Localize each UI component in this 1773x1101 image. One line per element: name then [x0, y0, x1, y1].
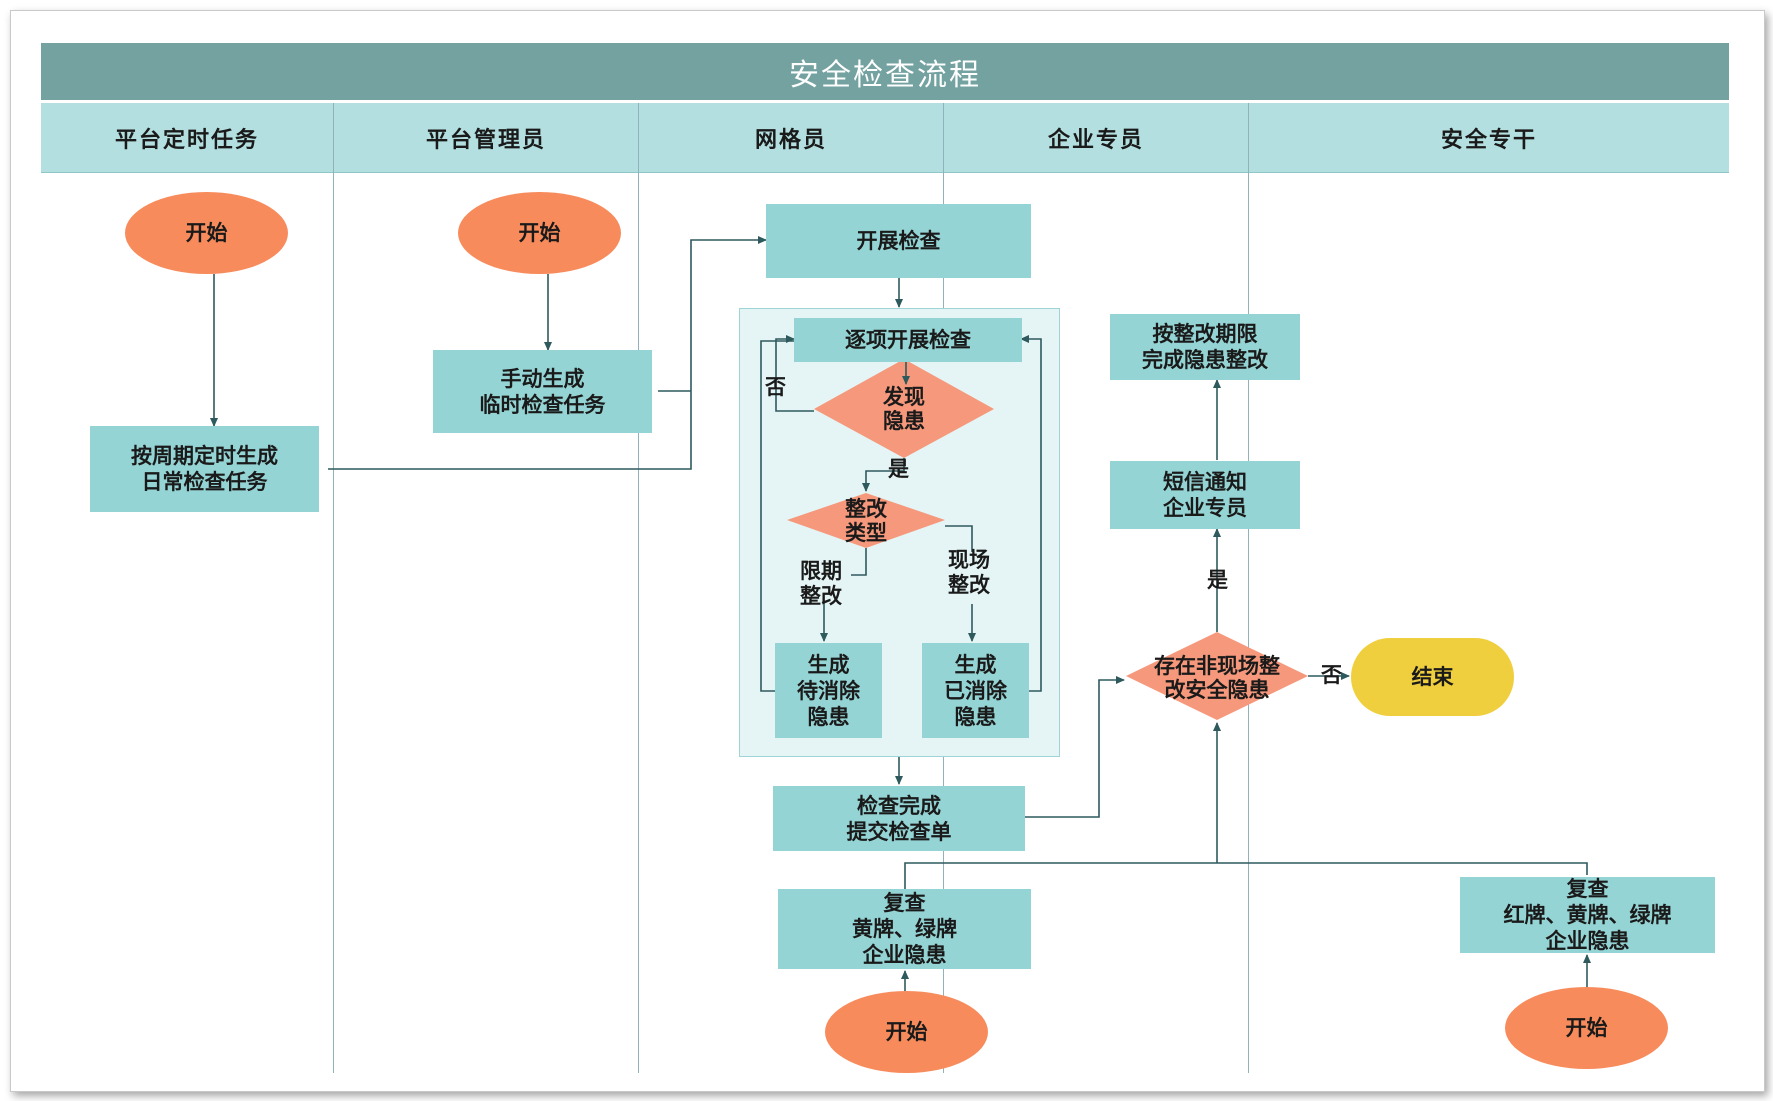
- lane-header-grid-member: 网格员: [639, 103, 943, 173]
- decision-rectify-type-shape: [787, 493, 945, 548]
- decision-exists-hazard: 存在非现场整 改安全隐患: [1154, 654, 1280, 702]
- process-daily-task: 按周期定时生成 日常检查任务: [90, 426, 319, 512]
- process-item-check: 逐项开展检查: [794, 318, 1022, 362]
- process-begin-check: 开展检查: [766, 204, 1031, 278]
- edge-label-deadline: 限期 整改: [800, 559, 842, 608]
- start-node-grid: 开始: [825, 991, 988, 1073]
- process-deadline-fix: 按整改期限 完成隐患整改: [1110, 314, 1300, 380]
- lane-divider: [638, 103, 639, 1073]
- page-title: 安全检查流程: [41, 43, 1729, 100]
- process-gen-pending: 生成 待消除 隐患: [775, 643, 882, 738]
- process-manual-task: 手动生成 临时检查任务: [433, 350, 652, 433]
- flowchart-frame: 安全检查流程 平台定时任务 平台管理员 网格员 企业专员 安全专干: [10, 10, 1765, 1092]
- decision-exists-hazard-shape: [1126, 632, 1308, 720]
- end-node: 结束: [1351, 638, 1514, 716]
- flow-connectors: [210, 236, 1591, 991]
- lane-divider: [1248, 103, 1249, 1073]
- edge-label-onsite: 现场 整改: [948, 548, 990, 597]
- lane-header-platform-admin: 平台管理员: [334, 103, 638, 173]
- lane-divider: [333, 103, 334, 1073]
- process-recheck-yellow-green: 复查 黄牌、绿牌 企业隐患: [778, 889, 1031, 969]
- process-recheck-red-yellow-green: 复查 红牌、黄牌、绿牌 企业隐患: [1460, 877, 1715, 953]
- process-sms-notify: 短信通知 企业专员: [1110, 461, 1300, 529]
- edge-label-no-find: 否: [765, 375, 786, 399]
- lane-header-platform-timer: 平台定时任务: [41, 103, 333, 173]
- process-check-done: 检查完成 提交检查单: [773, 786, 1025, 851]
- decision-find-hazard-shape: [814, 359, 994, 458]
- edge-label-yes-exists: 是: [1207, 568, 1228, 592]
- edge-label-yes-find: 是: [888, 457, 909, 481]
- lane-header-safety-officer: 安全专干: [1249, 103, 1729, 173]
- process-gen-cleared: 生成 已消除 隐患: [922, 643, 1029, 738]
- decision-find-hazard: 发现 隐患: [883, 385, 925, 433]
- decision-rectify-type: 整改 类型: [845, 497, 887, 545]
- start-node-timer: 开始: [125, 192, 288, 274]
- edge-label-no-exists: 否: [1321, 663, 1342, 687]
- start-node-safety: 开始: [1505, 987, 1668, 1069]
- lane-header-enterprise-staff: 企业专员: [944, 103, 1248, 173]
- start-node-admin: 开始: [458, 192, 621, 274]
